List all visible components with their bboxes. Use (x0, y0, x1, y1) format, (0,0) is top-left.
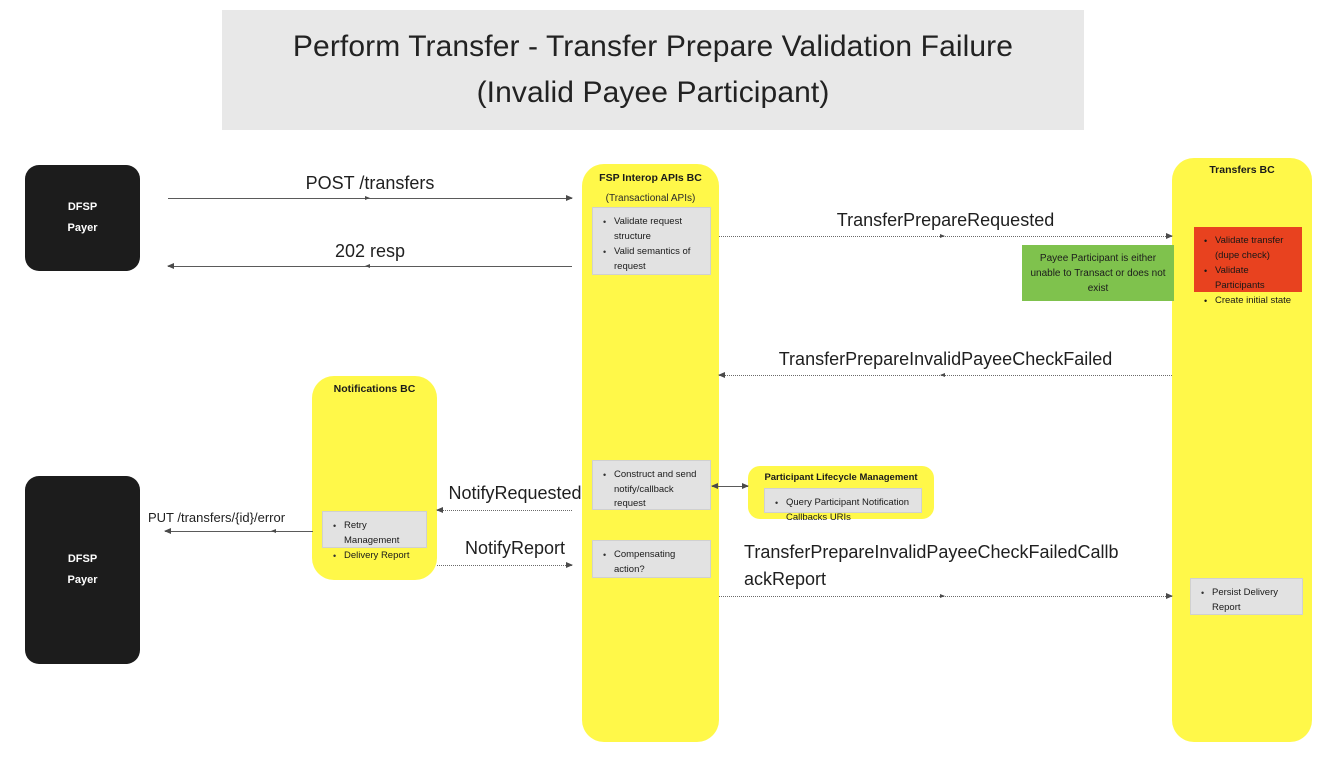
arrow-put-transfers-error (164, 527, 313, 534)
sublane-title-participant-lifecycle-management: Participant Lifecycle Management (764, 472, 918, 483)
note-bullet: Persist Delivery Report (1201, 586, 1294, 615)
note-transfers-persist-delivery-report: Persist Delivery Report (1190, 578, 1303, 615)
note-bullet: Retry Management (333, 519, 418, 548)
note-green-payee-participant-annotation: Payee Participant is either unable to Tr… (1022, 245, 1174, 301)
arrow-transfer-prepare-requested (719, 232, 1173, 239)
label-put-transfers-error: PUT /transfers/{id}/error (148, 510, 286, 525)
note-bullet: Valid semantics of request (603, 245, 702, 274)
actor-dfsp-payer-top: DFSP Payer (25, 165, 140, 271)
lane-title-notifications-bc: Notifications BC (333, 383, 416, 395)
actor-dfsp-payer-top-line-2: Payer (67, 222, 98, 234)
arrow-202-resp (167, 262, 572, 269)
note-bullet: Create initial state (1204, 294, 1294, 309)
note-interop-validate-request: Validate request structure Valid semanti… (592, 207, 711, 275)
note-bullet: Query Participant Notification Callbacks… (775, 496, 913, 525)
note-bullet: Validate transfer (dupe check) (1204, 234, 1294, 263)
note-bullet: Construct and send notify/callback reque… (603, 468, 702, 512)
label-transfer-prepare-invalid-payee-callback-report-line-2: ackReport (744, 569, 827, 589)
arrow-notify-requested (436, 506, 572, 513)
arrow-transfer-prepare-invalid-payee-check-failed (718, 371, 1172, 378)
lane-subtitle-fsp-interop-apis-bc: (Transactional APIs) (605, 193, 696, 204)
arrow-notify-report (437, 561, 573, 568)
note-bullet: Validate request structure (603, 215, 702, 244)
label-post-transfers: POST /transfers (305, 173, 435, 193)
arrow-query-participant-callbacks (711, 482, 749, 489)
note-bullet: Validate Participants (1204, 264, 1294, 293)
actor-dfsp-payer-bottom-line-2: Payer (67, 574, 98, 586)
label-notify-report: NotifyReport (464, 538, 566, 558)
label-notify-requested: NotifyRequested (448, 483, 582, 503)
arrow-post-transfers (168, 194, 573, 201)
note-bullet: Compensating action? (603, 548, 702, 577)
note-interop-compensating-action: Compensating action? (592, 540, 711, 578)
actor-dfsp-payer-top-line-1: DFSP (67, 201, 98, 213)
label-transfer-prepare-invalid-payee-check-failed: TransferPrepareInvalidPayeeCheckFailed (778, 349, 1113, 369)
diagram-title-line-2: (Invalid Payee Participant) (476, 76, 830, 109)
actor-dfsp-payer-bottom-line-1: DFSP (67, 553, 98, 565)
note-bullet: Delivery Report (333, 549, 418, 564)
note-interop-construct-send: Construct and send notify/callback reque… (592, 460, 711, 510)
label-transfer-prepare-requested: TransferPrepareRequested (836, 210, 1055, 230)
note-notifications-retry-delivery: Retry Management Delivery Report (322, 511, 427, 563)
label-202-resp: 202 resp (334, 241, 406, 261)
diagram-title-banner: Perform Transfer - Transfer Prepare Vali… (222, 10, 1084, 130)
arrow-transfer-prepare-invalid-payee-callback-report (719, 592, 1173, 599)
diagram-title-line-1: Perform Transfer - Transfer Prepare Vali… (292, 30, 1014, 63)
note-query-participant-callbacks: Query Participant Notification Callbacks… (764, 488, 922, 523)
lane-title-fsp-interop-apis-bc: FSP Interop APIs BC (599, 172, 702, 184)
sublane-participant-lifecycle-management: Participant Lifecycle Management Query P… (748, 466, 934, 523)
note-transfers-validate: Validate transfer (dupe check) Validate … (1194, 227, 1302, 308)
actor-dfsp-payer-bottom: DFSP Payer (25, 476, 140, 664)
label-transfer-prepare-invalid-payee-callback-report-line-1: TransferPrepareInvalidPayeeCheckFailedCa… (744, 542, 1119, 562)
lane-title-transfers-bc: Transfers BC (1209, 164, 1275, 176)
